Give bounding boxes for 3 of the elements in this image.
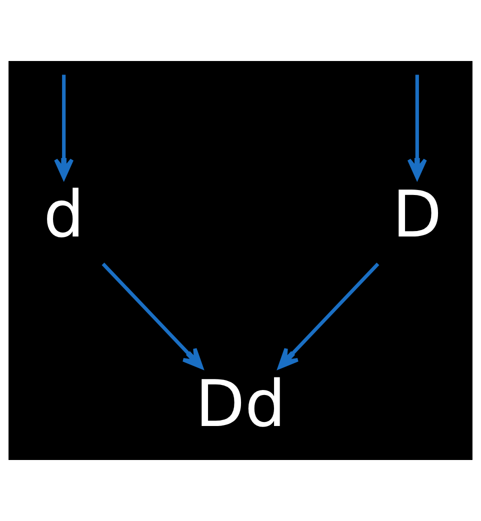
node-text: d — [43, 178, 84, 253]
node-text: Dd — [195, 366, 286, 442]
node-text: D — [392, 178, 442, 253]
